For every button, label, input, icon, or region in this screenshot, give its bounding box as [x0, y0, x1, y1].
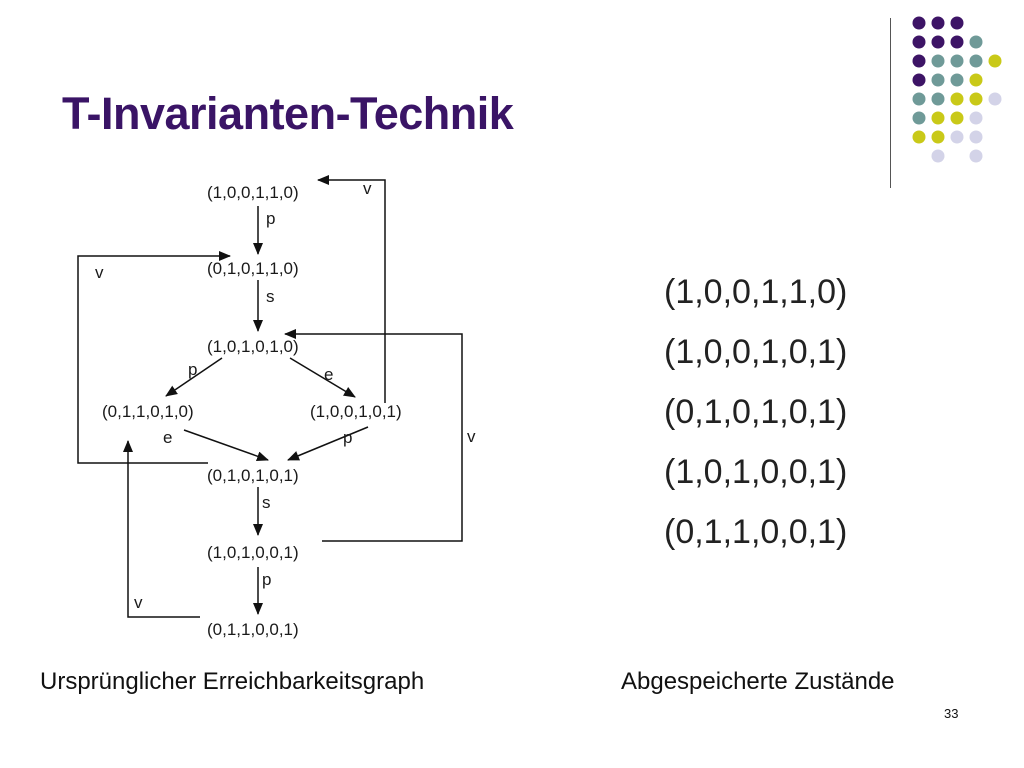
- caption-graph: Ursprünglicher Erreichbarkeitsgraph: [40, 668, 425, 695]
- caption-stored-states: Abgespeicherte Zustände: [621, 668, 895, 695]
- graph-node-n2: (0,1,0,1,1,0): [207, 259, 299, 278]
- graph-node-n1: (1,0,0,1,1,0): [207, 183, 299, 202]
- dot-grid-purple: [912, 16, 964, 87]
- edge-v-n6-n2: [77, 251, 231, 464]
- stored-state: (1,0,1,0,0,1): [664, 453, 848, 491]
- graph-node-n7: (1,0,1,0,0,1): [207, 543, 299, 562]
- edge-label-n1-n2: p: [266, 209, 275, 228]
- edge-v-n5-n1: [317, 175, 386, 403]
- dot-grid-lavender: [931, 92, 1002, 163]
- edge-n5-n6: [287, 426, 369, 461]
- edge-label-n2-n3: s: [266, 287, 275, 306]
- vertical-divider: [890, 18, 891, 188]
- edge-n3-n5: [289, 357, 356, 398]
- graph-node-n3: (1,0,1,0,1,0): [207, 337, 299, 356]
- edge-v-n7-n3: [284, 329, 463, 542]
- edge-label-n3-n5: e: [324, 365, 333, 384]
- stored-states-list: (1,0,0,1,1,0) (1,0,0,1,0,1) (0,1,0,1,0,1…: [664, 262, 847, 562]
- dot-grid-teal: [912, 35, 983, 125]
- edge-label-n7-n8: p: [262, 570, 271, 589]
- stored-state: (1,0,0,1,1,0): [664, 273, 848, 311]
- edge-label-v-n8-n4: v: [134, 593, 143, 612]
- reachability-graph: (1,0,0,1,1,0) (0,1,0,1,1,0) (1,0,1,0,1,0…: [77, 175, 476, 639]
- stored-state: (0,1,1,0,0,1): [664, 513, 848, 551]
- edge-label-v-n6-n2: v: [95, 263, 104, 282]
- edge-n3-n4: [165, 357, 223, 397]
- edge-n4-n6: [183, 429, 269, 462]
- graph-node-n4: (0,1,1,0,1,0): [102, 402, 194, 421]
- edge-label-n6-n7: s: [262, 493, 271, 512]
- edge-v-n8-n4: [123, 440, 200, 618]
- slide-title: T-Invarianten-Technik: [62, 88, 514, 139]
- edge-label-v-n5-n1: v: [363, 179, 372, 198]
- graph-node-n5: (1,0,0,1,0,1): [310, 402, 402, 421]
- edge-label-n5-n6: p: [343, 428, 352, 447]
- stored-state: (0,1,0,1,0,1): [664, 393, 848, 431]
- page-number: 33: [944, 706, 959, 721]
- graph-node-n6: (0,1,0,1,0,1): [207, 466, 299, 485]
- graph-node-n8: (0,1,1,0,0,1): [207, 620, 299, 639]
- stored-state: (1,0,0,1,0,1): [664, 333, 848, 371]
- edge-label-n3-n4: p: [188, 360, 197, 379]
- edge-label-v-n7-n3: v: [467, 427, 476, 446]
- dot-grid-yellow: [912, 54, 1002, 144]
- edge-label-n4-n6: e: [163, 428, 172, 447]
- decorative-dot-grid: [912, 16, 1002, 163]
